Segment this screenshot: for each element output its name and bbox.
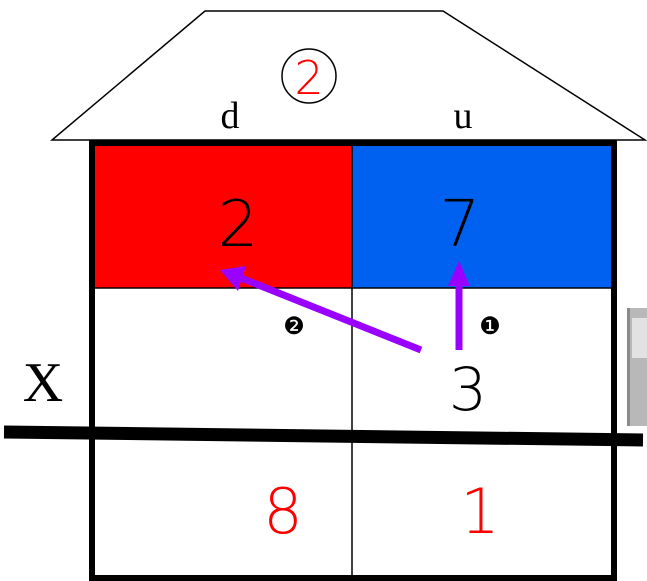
house-roof: [49, 10, 647, 141]
tens-digit-top: 2: [218, 188, 259, 262]
step-1-marker: ❶: [479, 312, 501, 340]
grid-frame: [89, 140, 617, 581]
tens-column-label: d: [221, 95, 240, 137]
tens-cell-top: [92, 143, 352, 288]
step-1-arrowhead: [448, 261, 470, 286]
cropped-grey-object: [627, 308, 647, 426]
units-column-label: u: [454, 95, 473, 137]
carry-digit: 2: [294, 51, 323, 105]
units-digit-top: 7: [440, 188, 481, 262]
step-2-marker: ❷: [283, 312, 305, 340]
carry-circle: [281, 48, 337, 104]
step-2-arrowhead: [220, 266, 246, 291]
result-underline: [3, 425, 644, 447]
tens-digit-result: 8: [263, 475, 302, 548]
units-cell-top: [352, 143, 614, 288]
step-2-arrow: [239, 274, 423, 354]
multiplication-sign: X: [23, 352, 63, 414]
units-digit-multiplier: 3: [449, 355, 487, 425]
units-digit-result: 1: [460, 475, 499, 548]
